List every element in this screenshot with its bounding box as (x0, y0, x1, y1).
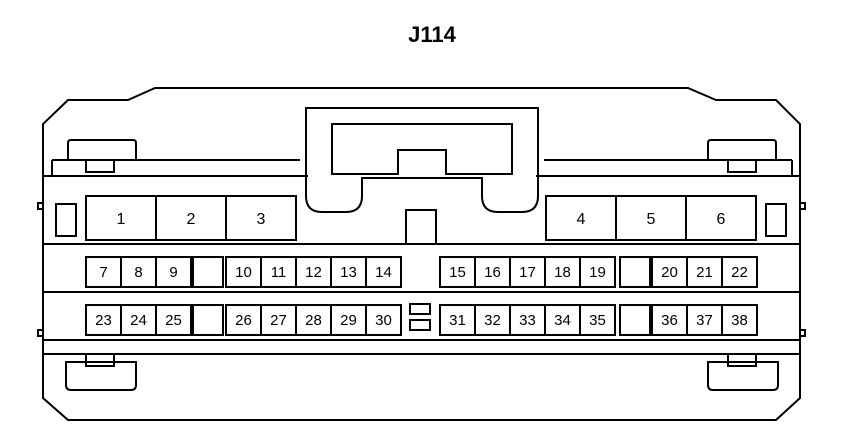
pin-label: 37 (696, 312, 713, 329)
connector-housing-outline (42, 87, 801, 421)
pin-label: 27 (270, 312, 287, 329)
pin-label: 13 (340, 264, 357, 281)
blank-cavity (192, 256, 224, 288)
pin-cavity (295, 304, 332, 336)
pin-label: 30 (375, 312, 392, 329)
pin-cavity (225, 256, 262, 288)
pin-label: 2 (187, 211, 196, 228)
pin-cavity (651, 256, 688, 288)
pin-cavity (120, 304, 157, 336)
pin-label: 20 (661, 264, 678, 281)
latch-inner (331, 123, 513, 175)
pin-cavity (685, 195, 757, 241)
pin-cavity (721, 256, 758, 288)
side-notch (799, 329, 806, 337)
locking-clip-top-right (707, 139, 777, 161)
pin-cavity (155, 256, 192, 288)
pin-label: 18 (554, 264, 571, 281)
pin-label: 31 (449, 312, 466, 329)
side-notch (37, 329, 44, 337)
pin-cavity (260, 256, 297, 288)
pin-label: 33 (519, 312, 536, 329)
pin-label: 36 (661, 312, 678, 329)
pin-cavity (155, 304, 192, 336)
pin-cavity (474, 304, 511, 336)
pin-label: 28 (305, 312, 322, 329)
pin-label: 5 (647, 211, 656, 228)
locking-clip-bottom-left (65, 361, 137, 391)
pin-label: 24 (130, 312, 147, 329)
pin-label: 8 (134, 264, 142, 281)
pin-label: 7 (99, 264, 107, 281)
pin-cavity (439, 256, 476, 288)
pin-label: 11 (271, 264, 287, 281)
pin-label: 16 (484, 264, 501, 281)
pin-label: 12 (305, 264, 322, 281)
pin-label: 38 (731, 312, 748, 329)
pin-cavity (155, 195, 227, 241)
clip-tab (727, 353, 757, 367)
pin-cavity (686, 256, 723, 288)
connector-title: J114 (408, 22, 456, 47)
pin-label: 22 (731, 264, 748, 281)
side-notch (37, 202, 44, 210)
pin-cavity (85, 304, 122, 336)
latch-outer (305, 107, 539, 213)
pin-label: 1 (117, 211, 126, 228)
clip-tab (727, 159, 757, 173)
pin-label: 26 (235, 312, 252, 329)
center-slot (409, 319, 431, 331)
pin-label: 10 (235, 264, 252, 281)
pin-label: 19 (589, 264, 606, 281)
pin-label: 17 (519, 264, 536, 281)
blank-cavity (619, 256, 651, 288)
pin-cavity (615, 195, 687, 241)
clip-tab (85, 353, 115, 367)
pin-label: 25 (165, 312, 182, 329)
pin-cavity (474, 256, 511, 288)
pin-cavity (330, 256, 367, 288)
pin-label: 14 (375, 264, 392, 281)
pin-cavity (225, 195, 297, 241)
pin-cavity (85, 195, 157, 241)
pin-label: 15 (449, 264, 466, 281)
pin-label: 29 (340, 312, 357, 329)
pin-label: 32 (484, 312, 501, 329)
clip-tab (85, 159, 115, 173)
blank-cavity (619, 304, 651, 336)
center-slot (409, 303, 431, 315)
side-notch (799, 202, 806, 210)
pin-label: 4 (577, 211, 586, 228)
pin-label: 6 (717, 211, 726, 228)
pin-label: 35 (589, 312, 606, 329)
pin-label: 34 (554, 312, 571, 329)
pin-label: 21 (696, 264, 713, 281)
side-guide-right (765, 203, 787, 237)
pin-cavity (365, 304, 402, 336)
pin-cavity (579, 256, 616, 288)
blank-cavity (192, 304, 224, 336)
pin-cavity (260, 304, 297, 336)
side-guide-left (55, 203, 77, 237)
locking-clip-top-left (67, 139, 137, 161)
pin-cavity (721, 304, 758, 336)
pin-label: 23 (95, 312, 112, 329)
polarization-key (405, 209, 437, 244)
pin-cavity (651, 304, 688, 336)
pin-cavity (579, 304, 616, 336)
pin-cavity (295, 256, 332, 288)
pin-cavity (365, 256, 402, 288)
locking-clip-bottom-right (707, 361, 779, 391)
pin-label: 9 (169, 264, 177, 281)
pin-label: 3 (257, 211, 266, 228)
pin-cavity (509, 256, 546, 288)
